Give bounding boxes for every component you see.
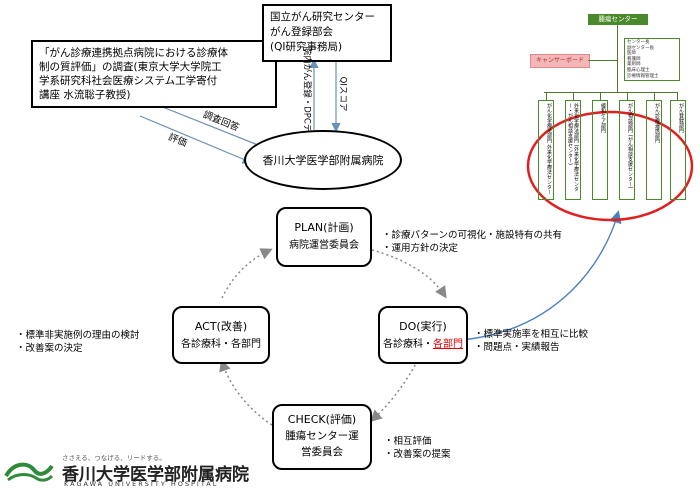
member-list: センター長 副センター長 医師 看護師 薬剤師 臨床心理士 診療情報管理士: [624, 38, 680, 82]
plan-title: PLAN(計画): [294, 221, 354, 234]
cycle-arrow-check-act: [219, 359, 273, 426]
dept-label: がん診療連携部門: [654, 103, 660, 143]
check-sub: 腫瘍センター運: [285, 430, 359, 442]
evaluation-arrow: [139, 115, 253, 164]
member-item: 副センター長: [627, 45, 654, 51]
check-title: CHECK(評価): [287, 413, 357, 426]
org-top-box: 腫瘍センター: [588, 14, 648, 25]
check-box: CHECK(評価) 腫瘍センター運 営委員会: [272, 404, 372, 470]
act-note: ・改善案の決定: [16, 343, 83, 354]
plan-sub: 病院運営委員会: [289, 240, 359, 251]
plan-note: ・診療パターンの可視化・施設特有の共有: [382, 230, 563, 241]
member-item: 薬剤師: [627, 62, 641, 68]
cancer-board-label: キャンサーボード: [535, 57, 584, 64]
registry-box: 国立がん研究センター がん登録部会 (QI研究事務局): [262, 4, 392, 62]
org-chart: 腫瘍センター キャンサーボード センター長 副センター長 医師 看護師 薬剤師 …: [530, 8, 695, 218]
check-note: ・相互評価: [384, 436, 432, 447]
do-title: DO(実行): [399, 320, 447, 333]
cycle-arrow-plan-do: [371, 249, 447, 299]
do-note: ・標準実施率を相互に比較: [474, 329, 589, 340]
logo-name-en: KAGAWA UNIVERSITY HOSPITAL: [64, 480, 219, 488]
check-note: ・改善案の提案: [384, 449, 451, 460]
cycle-arrow-do-check: [369, 355, 421, 422]
do-note: ・問題点・実績報告: [474, 342, 560, 353]
dept-label: がん登録部門: [678, 103, 684, 133]
highlight-ellipse: [526, 110, 694, 222]
survey-line: 講座 水流聡子教授): [39, 89, 131, 101]
dept-column: がん登録部門: [670, 100, 686, 200]
act-box: ACT(改善) 各診療科・各部門: [172, 306, 270, 364]
do-box: DO(実行) 各診療科・各部門: [378, 306, 468, 364]
survey-line: 学系研究科社会医療システム工学寄付: [39, 75, 218, 87]
dept-column: がん化学療法部門 外来化学療法センター: [538, 100, 554, 200]
logo-tagline: ささえる、つなげる、リードする。: [62, 454, 166, 462]
plan-box: PLAN(計画) 病院運営委員会: [276, 207, 372, 267]
member-item: 診療情報管理士: [627, 73, 659, 79]
act-note: ・標準非実施例の理由の検討: [16, 330, 140, 341]
member-item: 臨床心理士: [627, 67, 650, 73]
do-sub-highlight: 各部門: [433, 339, 463, 350]
registry-line: 国立がん研究センター: [270, 11, 375, 23]
hospital-logo: ささえる、つなげる、リードする。 香川大学医学部附属病院 KAGAWA UNIV…: [4, 452, 284, 490]
dept-label: 緩和ケア部門: [600, 103, 606, 133]
hospital-ellipse: 香川大学医学部附属病院: [244, 130, 402, 190]
do-sub: 各診療科・各部門: [380, 336, 466, 354]
survey-line: 制の質評価」の調査(東京大学大学院工: [39, 61, 222, 73]
check-sub: 営委員会: [301, 446, 343, 458]
logo-name: 香川大学医学部附属病院: [62, 465, 249, 485]
act-sub: 各診療科・各部門: [181, 339, 261, 350]
hospital-label: 香川大学医学部附属病院: [262, 154, 384, 167]
logo-mark-icon: [4, 462, 54, 482]
dept-column: がん相談部門 (がん相談支援センター): [619, 100, 635, 200]
do-to-orgchart-arrow: [461, 210, 622, 341]
dept-label: がん相談部門 (がん相談支援センター): [627, 103, 633, 189]
dept-column: がん診療連携部門: [646, 100, 662, 200]
member-item: センター長: [627, 40, 650, 45]
dept-column: 外来化学療法部門 (外来化学療法センター・がん相談支援センター): [565, 100, 581, 200]
plan-note: ・運用方針の決定: [382, 243, 459, 254]
act-title: ACT(改善): [194, 320, 248, 333]
member-item: 看護師: [627, 56, 641, 62]
qi-score-label: QIスコア: [337, 76, 348, 112]
member-item: 医師: [627, 51, 636, 57]
dept-label: がん化学療法部門 外来化学療法センター: [546, 103, 552, 195]
do-sub-prefix: 各診療科・: [383, 339, 433, 350]
org-top-label: 腫瘍センター: [598, 15, 638, 23]
dept-label: 外来化学療法部門 (外来化学療法センター・がん相談支援センター): [567, 103, 579, 192]
dept-column: 緩和ケア部門: [592, 100, 608, 200]
registry-line: がん登録部会: [270, 26, 333, 38]
cycle-arrow-act-plan: [221, 248, 273, 299]
survey-box: 「がん診療連携拠点病院における診療体 制の質評価」の調査(東京大学大学院工 学系…: [31, 40, 277, 108]
survey-line: 「がん診療連携拠点病院における診療体: [39, 47, 228, 59]
cancer-board-box: キャンサーボード: [530, 54, 590, 68]
registry-line: (QI研究事務局): [270, 41, 343, 53]
